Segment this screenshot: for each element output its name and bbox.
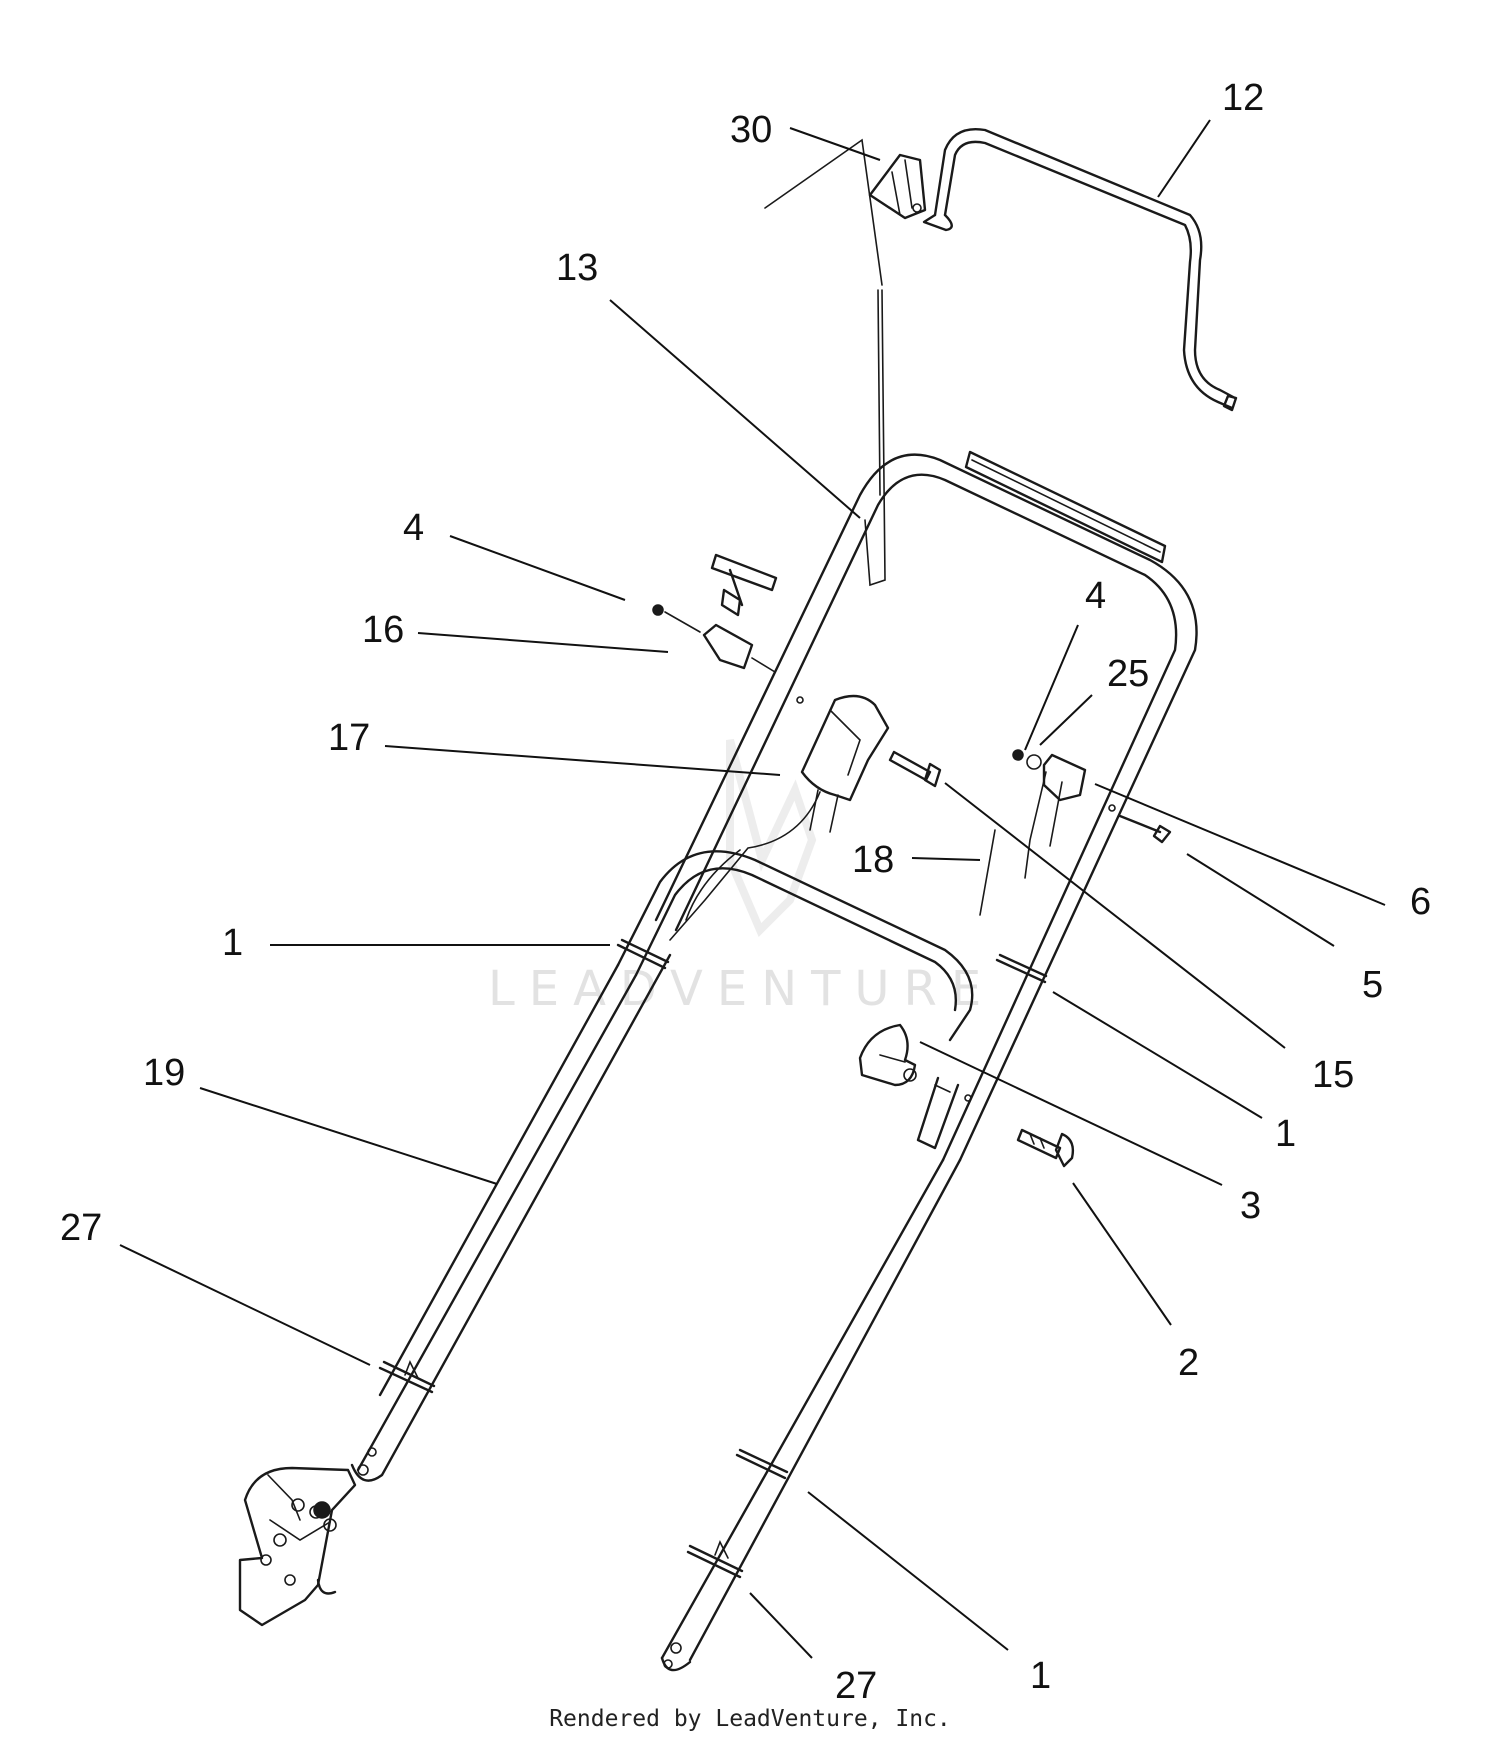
callout-4-left: 4 (403, 507, 424, 549)
callout-1-right: 1 (1275, 1113, 1296, 1155)
watermark-text: LEADVENTURE (488, 961, 995, 1017)
bolt-2 (1016, 1128, 1075, 1168)
upper-handle (654, 450, 1198, 1162)
callout-17: 17 (328, 717, 370, 759)
t-knob (652, 553, 778, 673)
lower-handle (350, 850, 974, 1672)
cable-clip-right (979, 749, 1172, 916)
washers (378, 938, 1048, 1579)
wing-knob (858, 1023, 972, 1102)
callout-27-bottom: 27 (835, 1665, 877, 1707)
callout-5: 5 (1362, 964, 1383, 1006)
callout-15: 15 (1312, 1054, 1354, 1096)
footer-credit: Rendered by LeadVenture, Inc. (549, 1706, 951, 1732)
control-lever (796, 694, 890, 833)
callout-1-bottom: 1 (1030, 1655, 1051, 1697)
watermark-logo (726, 738, 817, 938)
callout-30: 30 (730, 109, 772, 151)
callout-13: 13 (556, 247, 598, 289)
cable-bracket (868, 153, 927, 220)
callout-12: 12 (1222, 77, 1264, 119)
callout-19: 19 (143, 1052, 185, 1094)
leader-lines (119, 119, 1386, 1659)
callout-16: 16 (362, 609, 404, 651)
callout-2: 2 (1178, 1342, 1199, 1384)
control-cable (669, 138, 886, 941)
height-adjust-bracket (238, 1466, 357, 1627)
callout-1-upper-left: 1 (222, 922, 243, 964)
callout-18: 18 (852, 839, 894, 881)
callout-labels: 30 12 13 4 16 4 25 17 18 6 1 5 15 19 1 3… (60, 77, 1431, 1707)
callout-6: 6 (1410, 881, 1431, 923)
callout-3: 3 (1240, 1185, 1261, 1227)
callout-4-right: 4 (1085, 575, 1106, 617)
bolt-15 (888, 750, 942, 788)
callout-25: 25 (1107, 653, 1149, 695)
bail-bar (922, 128, 1238, 412)
callout-27-left: 27 (60, 1207, 102, 1249)
